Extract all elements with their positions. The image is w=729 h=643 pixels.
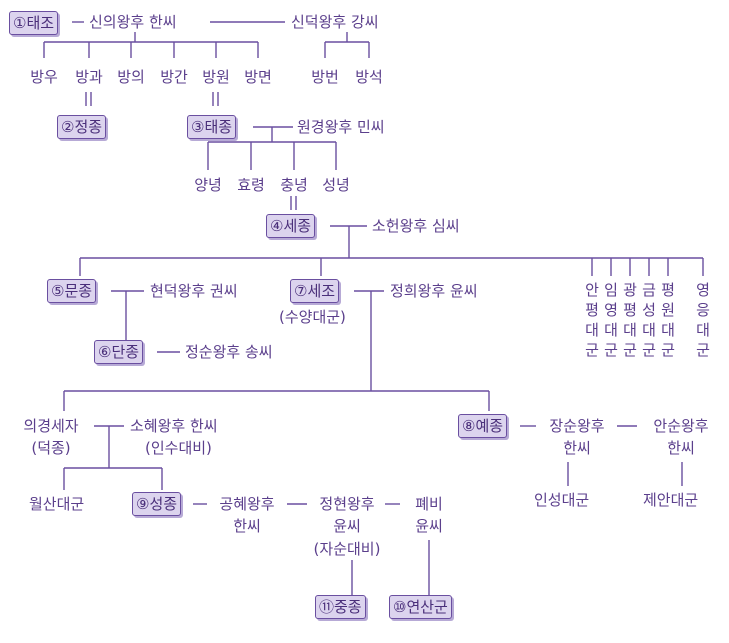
taejo-son: 방의: [117, 68, 145, 86]
spouse-sinui: 신의왕후 한씨: [89, 13, 177, 31]
spouse-jeonghyeon-alias: (자순대비): [313, 540, 381, 558]
spouse-ansun-clan: 한씨: [667, 439, 695, 457]
sindeok-son: 방번: [311, 68, 339, 86]
spouse-soheon: 소헌왕후 심씨: [372, 217, 460, 235]
king-jeongjong: ②정종: [57, 115, 107, 139]
taejong-son: 충녕: [280, 176, 308, 194]
grand-prince: 금성대군: [642, 281, 656, 359]
taejo-son: 방원: [202, 68, 230, 86]
spouse-hyeondeok: 현덕왕후 권씨: [150, 282, 238, 300]
prince-jean: 제안대군: [643, 491, 699, 509]
taejo-son: 방간: [160, 68, 188, 86]
king-jungjong: ⑪중종: [315, 595, 366, 619]
king-yejong: ⑧예종: [458, 414, 508, 438]
king-danjong: ⑥단종: [94, 340, 144, 364]
prince-inseong: 인성대군: [534, 491, 590, 509]
king-seongjong: ⑨성종: [132, 492, 182, 516]
taejo-son: 방면: [244, 68, 272, 86]
deposed-queen-yun-clan: 윤씨: [415, 517, 443, 535]
spouse-sohye: 소혜왕후 한씨: [130, 417, 218, 435]
grand-prince: 영응대군: [696, 281, 710, 359]
grand-prince: 안평대군: [585, 281, 599, 359]
spouse-jeongsun: 정순왕후 송씨: [185, 343, 273, 361]
spouse-gonghye-clan: 한씨: [233, 517, 261, 535]
spouse-gonghye: 공혜왕후: [219, 495, 275, 513]
prince-wolsan: 월산대군: [29, 495, 85, 513]
grand-prince: 광평대군: [623, 281, 637, 359]
king-taejo: ①태조: [9, 11, 59, 35]
spouse-jeonghui: 정희왕후 윤씨: [390, 282, 478, 300]
spouse-wongyeong: 원경왕후 민씨: [297, 118, 385, 136]
spouse-sindeok: 신덕왕후 강씨: [291, 13, 379, 31]
taejo-son: 방과: [75, 68, 103, 86]
spouse-ansun: 안순왕후: [653, 417, 709, 435]
spouse-sohye-alias: (인수대비): [145, 439, 212, 457]
taejo-son: 방우: [30, 68, 58, 86]
spouse-jangsun-clan: 한씨: [563, 439, 591, 457]
grand-prince: 평원대군: [661, 281, 675, 359]
king-sejong: ④세종: [266, 214, 316, 238]
sejo-alias: (수양대군): [279, 308, 346, 326]
king-munjong: ⑤문종: [47, 279, 97, 303]
deposed-queen-yun: 폐비: [415, 495, 443, 513]
spouse-jeonghyeon-clan: 윤씨: [333, 517, 361, 535]
sindeok-son: 방석: [355, 68, 383, 86]
grand-prince: 임영대군: [604, 281, 618, 359]
king-taejong: ③태종: [187, 115, 237, 139]
crown-prince-uigyeong-alias: (덕종): [31, 439, 71, 457]
taejong-son: 양녕: [194, 176, 222, 194]
taejong-son: 효령: [237, 176, 265, 194]
spouse-jangsun: 장순왕후: [549, 417, 605, 435]
spouse-jeonghyeon: 정현왕후: [319, 495, 375, 513]
taejong-son: 성녕: [322, 176, 350, 194]
king-yeonsangun: ⑩연산군: [389, 595, 452, 619]
king-sejo: ⑦세조: [290, 279, 340, 303]
crown-prince-uigyeong: 의경세자: [23, 417, 79, 435]
